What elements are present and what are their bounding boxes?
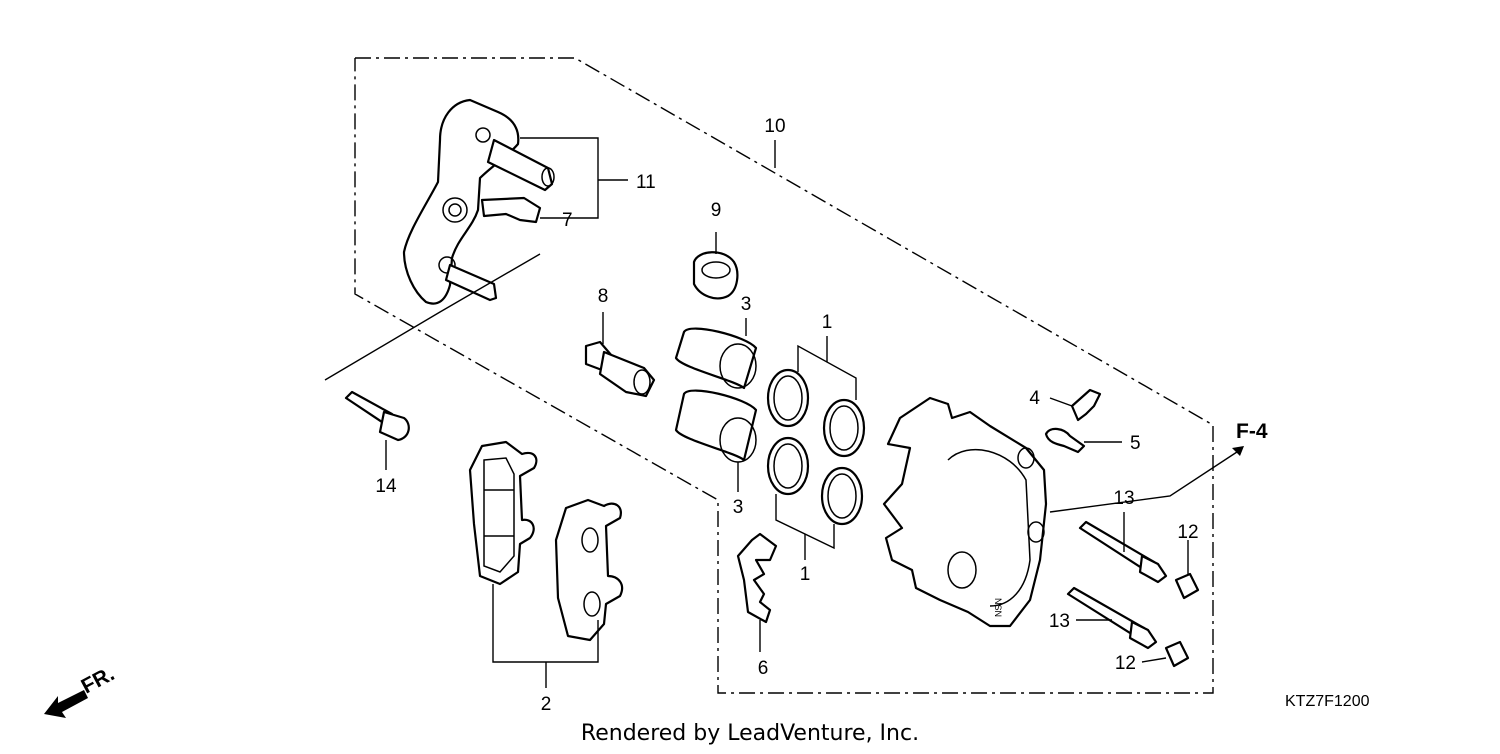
pin-boot — [692, 251, 739, 300]
callout-11: 11 — [636, 172, 656, 193]
credit-text: Rendered by LeadVenture, Inc. — [581, 721, 919, 746]
bleeder-screw — [1070, 388, 1102, 422]
pin-bolt — [584, 340, 656, 398]
piston-lower — [674, 389, 758, 463]
piston-upper — [674, 327, 758, 390]
leader-lines — [324, 137, 1241, 688]
svg-text:NSN: NSN — [993, 598, 1003, 617]
callout-1-lower: 1 — [800, 564, 811, 585]
callout-7: 7 — [562, 210, 573, 231]
callout-10: 10 — [764, 116, 785, 137]
callout-14: 14 — [375, 476, 397, 497]
callout-9: 9 — [711, 200, 722, 221]
front-direction-arrow-icon — [44, 690, 88, 718]
callout-8: 8 — [598, 286, 609, 307]
brake-pad-left — [468, 440, 538, 586]
callout-3-upper: 3 — [741, 294, 752, 315]
seal-ring-1 — [766, 368, 810, 428]
mounting-bolt — [344, 390, 410, 442]
caliper-bracket — [402, 98, 555, 305]
assembly-boundary — [354, 57, 1214, 694]
callout-2: 2 — [541, 694, 552, 715]
callout-13-lower: 13 — [1049, 611, 1070, 632]
seal-ring-3 — [766, 436, 810, 496]
reference-f4: F-4 — [1236, 420, 1268, 443]
bleeder-cap — [1044, 427, 1086, 454]
caliper-pin-lower — [1066, 586, 1158, 650]
pin-cap-lower — [1164, 640, 1190, 668]
pad-spring — [736, 532, 778, 624]
callout-12-lower: 12 — [1115, 653, 1136, 674]
callout-6: 6 — [758, 658, 769, 679]
f4-arrow-icon — [1232, 446, 1244, 456]
callout-12-upper: 12 — [1177, 522, 1198, 543]
callout-1-upper: 1 — [822, 312, 833, 333]
caliper-body: NSN — [882, 396, 1048, 628]
diagram-code: KTZ7F1200 — [1285, 693, 1370, 710]
callout-13-upper: 13 — [1113, 488, 1134, 509]
seal-ring-2 — [822, 398, 866, 458]
callout-4: 4 — [1029, 388, 1040, 409]
pad-retainer-clip — [480, 196, 542, 224]
pin-cap-upper — [1174, 572, 1200, 600]
caliper-pin-upper — [1078, 520, 1168, 584]
callout-5: 5 — [1130, 433, 1141, 454]
brake-pad-right — [554, 498, 624, 642]
callout-3-lower: 3 — [733, 497, 744, 518]
seal-ring-4 — [820, 466, 864, 526]
